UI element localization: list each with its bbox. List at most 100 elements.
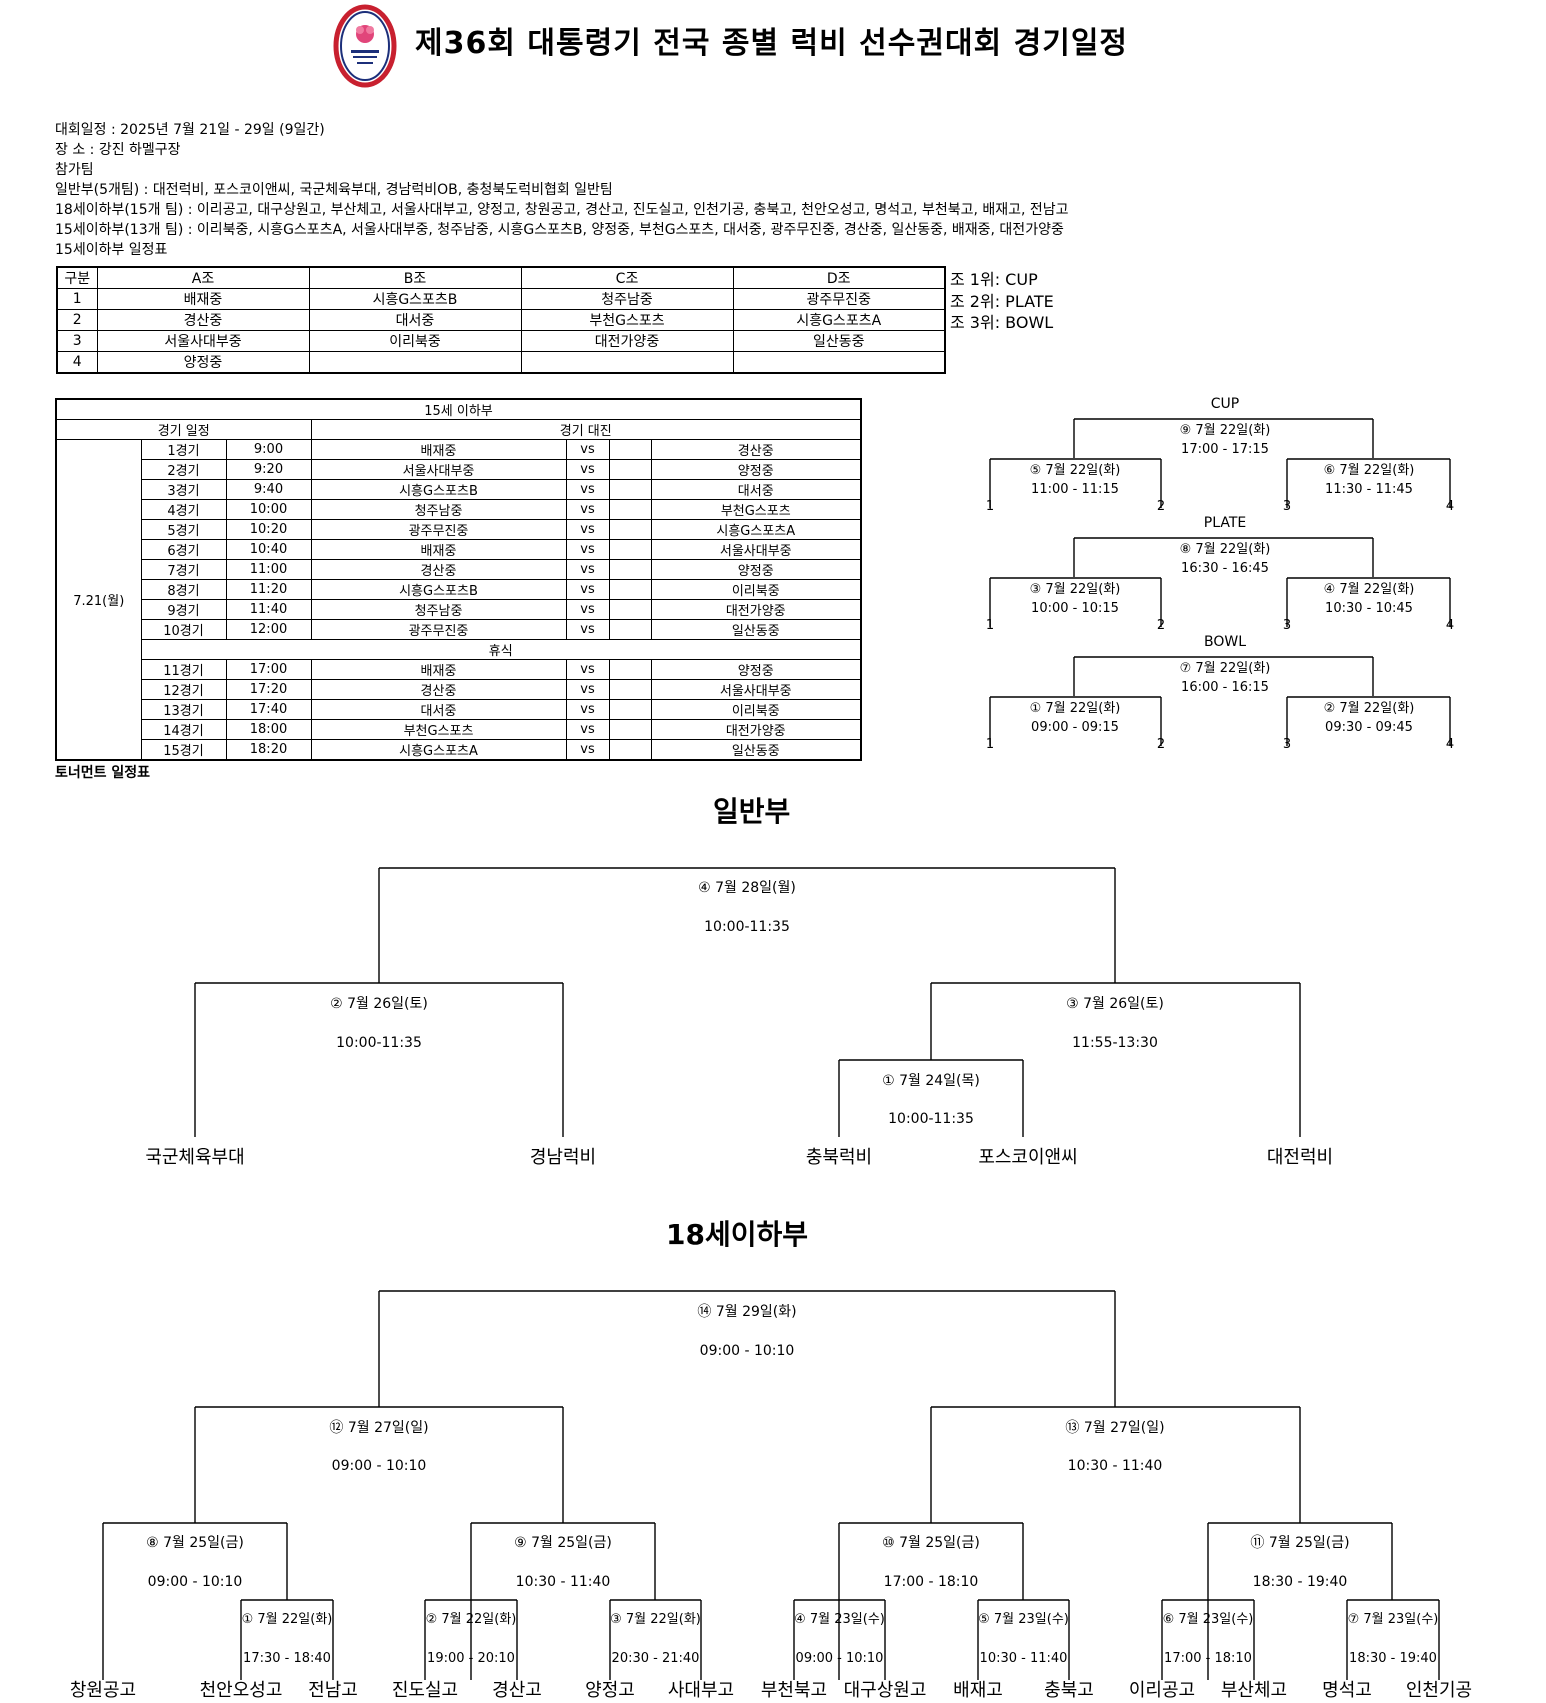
qf-time: 17:00 - 18:10 — [884, 1574, 979, 1590]
qf-time: 10:30 - 11:40 — [516, 1574, 611, 1590]
home-team: 배재중 — [310, 439, 567, 460]
r1-time: 17:00 - 18:10 — [1164, 1651, 1252, 1666]
sf-left-time: 09:00 - 10:10 — [332, 1458, 427, 1474]
semi-left-time: 10:00-11:35 — [336, 1035, 422, 1051]
tournament-venue: 장 소 : 강진 하멜구장 — [55, 142, 181, 158]
game-time: 18:20 — [225, 739, 312, 761]
semi-right-time: 11:55-13:30 — [1072, 1035, 1158, 1051]
cell: 부천G스포츠 — [520, 309, 734, 331]
game-time: 17:00 — [225, 659, 312, 680]
seed-1: 1 — [986, 499, 994, 514]
away-team: 경산중 — [650, 439, 862, 460]
away-team: 대서중 — [650, 479, 862, 500]
vs-label: vs — [565, 599, 610, 620]
game-number: 12경기 — [140, 679, 227, 700]
home-team: 서울사대부중 — [310, 459, 567, 480]
home-team: 배재중 — [310, 539, 567, 560]
game-number: 15경기 — [140, 739, 227, 761]
home-team: 광주무진중 — [310, 619, 567, 640]
u18-title: 18세이하부 — [666, 1218, 809, 1251]
game-number: 6경기 — [140, 539, 227, 560]
spacer — [608, 459, 652, 480]
vs-label: vs — [565, 459, 610, 480]
game-time: 10:00 — [225, 499, 312, 520]
final-date: ⑭ 7월 29일(화) — [697, 1304, 796, 1320]
team-label: 창원공고 — [70, 1680, 136, 1701]
game-time: 12:00 — [225, 619, 312, 640]
home-team: 시흥G스포츠B — [310, 579, 567, 600]
r1-time: 20:30 - 21:40 — [612, 1651, 700, 1666]
seed-2: 2 — [1157, 737, 1165, 752]
semi-left-date: ② 7월 26일(토) — [330, 996, 428, 1012]
away-team: 서울사대부중 — [650, 539, 862, 560]
home-team: 청주남중 — [310, 499, 567, 520]
cell: 이리북중 — [308, 330, 522, 352]
r1-time: 10:30 - 11:40 — [980, 1651, 1068, 1666]
home-team: 대서중 — [310, 699, 567, 720]
seed-2: 2 — [1157, 618, 1165, 633]
right-date: ② 7월 22일(화) — [1324, 701, 1415, 716]
game-time: 9:00 — [225, 439, 312, 460]
seed-4: 4 — [1446, 499, 1454, 514]
r1-date: ⑥ 7월 23일(수) — [1163, 1612, 1254, 1627]
semi-right-date: ③ 7월 26일(토) — [1066, 996, 1164, 1012]
game-number: 8경기 — [140, 579, 227, 600]
final-time: 16:30 - 16:45 — [1181, 561, 1269, 576]
right-time: 09:30 - 09:45 — [1325, 720, 1413, 735]
spacer — [608, 479, 652, 500]
left-time: 11:00 - 11:15 — [1031, 482, 1119, 497]
team-label: 국군체육부대 — [145, 1147, 244, 1168]
spacer — [608, 619, 652, 640]
qf-date: ① 7월 24일(목) — [882, 1073, 980, 1089]
cell: 양정중 — [96, 351, 310, 374]
group-table: 구분 A조 B조 C조 D조 1 배재중 시흥G스포츠B 청주남중 광주무진중 … — [56, 266, 946, 374]
home-team: 배재중 — [310, 659, 567, 680]
final-time: 10:00-11:35 — [704, 919, 790, 935]
vs-label: vs — [565, 679, 610, 700]
game-time: 10:40 — [225, 539, 312, 560]
tournament-period: 대회일정 : 2025년 7월 21일 - 29일 (9일간) — [55, 122, 325, 138]
col-match: 경기 대진 — [310, 419, 862, 440]
vs-label: vs — [565, 659, 610, 680]
game-number: 1경기 — [140, 439, 227, 460]
cell: 시흥G스포츠B — [308, 288, 522, 310]
team-label: 배재고 — [953, 1680, 1003, 1701]
cell: 시흥G스포츠A — [732, 309, 946, 331]
away-team: 대전가양중 — [650, 719, 862, 740]
game-number: 11경기 — [140, 659, 227, 680]
general-teams: 일반부(5개팀) : 대전럭비, 포스코이앤씨, 국군체육부대, 경남럭비OB,… — [55, 182, 613, 198]
cell: 3 — [56, 330, 98, 352]
right-time: 10:30 - 10:45 — [1325, 601, 1413, 616]
away-team: 서울사대부중 — [650, 679, 862, 700]
header-cell: C조 — [520, 266, 734, 289]
col-schedule: 경기 일정 — [55, 419, 312, 440]
cell: 2 — [56, 309, 98, 331]
page-title: 제36회 대통령기 전국 종별 럭비 선수권대회 경기일정 — [415, 26, 1129, 61]
team-label: 사대부고 — [668, 1680, 734, 1701]
away-team: 부천G스포츠 — [650, 499, 862, 520]
left-time: 10:00 - 10:15 — [1031, 601, 1119, 616]
game-time: 9:20 — [225, 459, 312, 480]
game-number: 5경기 — [140, 519, 227, 540]
qf-time: 10:00-11:35 — [888, 1111, 974, 1127]
cell: 일산동중 — [732, 330, 946, 352]
r1-time: 17:30 - 18:40 — [243, 1651, 331, 1666]
vs-label: vs — [565, 739, 610, 761]
spacer — [608, 699, 652, 720]
team-label: 포스코이앤씨 — [978, 1147, 1077, 1168]
left-date: ③ 7월 22일(화) — [1030, 582, 1121, 597]
header-cell: 구분 — [56, 266, 98, 289]
break-row: 휴식 — [56, 639, 862, 660]
team-label: 대구상원고 — [844, 1680, 927, 1701]
u15-table-label: 15세이하부 일정표 — [55, 242, 168, 258]
vs-label: vs — [565, 539, 610, 560]
rank-note-plate: 조 2위: PLATE — [950, 292, 1054, 311]
vs-label: vs — [565, 499, 610, 520]
spacer — [608, 659, 652, 680]
game-number: 4경기 — [140, 499, 227, 520]
game-time: 17:20 — [225, 679, 312, 700]
